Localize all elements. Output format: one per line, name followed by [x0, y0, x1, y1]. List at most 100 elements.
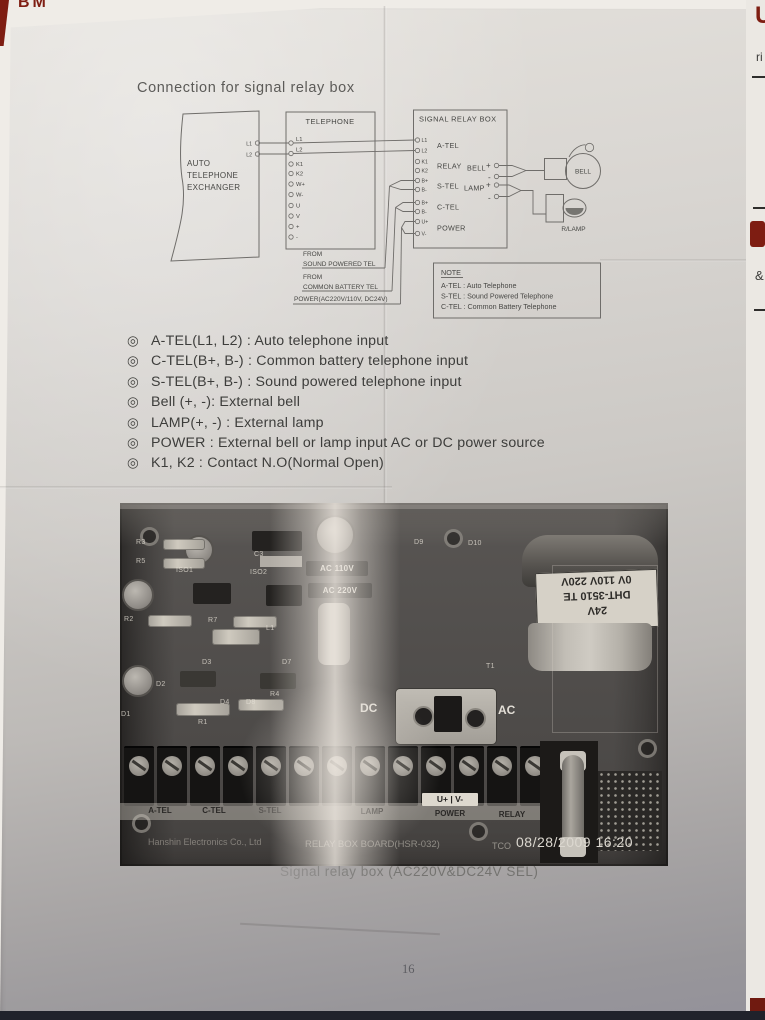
rb-group-atel: A-TEL [437, 141, 459, 150]
photo-bottom-bar [0, 1011, 765, 1020]
bell-text: BELL [575, 169, 591, 176]
bullet-icon: ◎ [127, 373, 139, 389]
list-item-text: K1, K2 : Contact N.O(Normal Open) [151, 455, 384, 472]
fuse-body [562, 755, 584, 855]
tel-term-2: K1 [296, 162, 303, 168]
exchanger-line-2: TELEPHONE [187, 171, 238, 180]
component-label-r3: R3 [136, 539, 146, 546]
rb-term-4: B+ [422, 179, 429, 185]
fuse-cap [560, 837, 586, 857]
tel-term-5: W- [296, 193, 303, 199]
wiring-diagram: AUTO TELEPHONE EXCHANGER L1 L2 TELEPHONE… [170, 109, 601, 319]
component-label-d9: D9 [414, 539, 424, 546]
underlying-page-top-left-stamp: BM [18, 0, 49, 11]
power-feed-label: POWER(AC220V/110V, DC24V) [294, 296, 388, 303]
rb-group-ctel: C-TEL [437, 203, 459, 212]
list-item-text: A-TEL(L1, L2) : Auto telephone input [151, 333, 389, 349]
terminal-block [124, 746, 154, 806]
resistor [176, 703, 230, 716]
strip-label-atel: A-TEL [148, 806, 172, 815]
note-box: NOTE A-TEL : Auto Telephone S-TEL : Soun… [433, 262, 601, 319]
exchanger-line-1: AUTO [187, 159, 210, 168]
note-line-2: S-TEL : Sound Powered Telephone [441, 292, 553, 301]
relay-component [395, 688, 497, 745]
strip-label-relay: RELAY [498, 810, 526, 819]
rb-group-power: POWER [437, 224, 466, 233]
rb-term-2: K1 [422, 160, 428, 166]
component-label-d4: D4 [220, 699, 230, 706]
lamp-device: R/LAMP [499, 184, 587, 233]
list-item: ◎Bell (+, -): External bell [127, 392, 545, 412]
component-label-d2: D2 [156, 681, 166, 688]
bullet-icon: ◎ [127, 353, 139, 369]
terminal-block [223, 746, 253, 806]
signal-relay-box: SIGNAL RELAY BOX L1 L2 K1 K2 B+ B- B+ B-… [413, 109, 508, 249]
component-label-r2: R2 [124, 616, 134, 623]
bullet-icon: ◎ [127, 455, 139, 471]
list-item: ◎ S-TEL(B+, B-) : Sound powered telephone… [127, 372, 545, 392]
tel-term-7: V [296, 214, 300, 220]
from-sound-1: FROM [303, 251, 322, 258]
component-label-iso2: ISO2 [250, 569, 268, 576]
component-label-d10: D10 [468, 540, 482, 547]
mount-hole [638, 739, 657, 758]
list-item-text: S-TEL(B+, B-) : Sound powered telephone … [151, 373, 462, 390]
pcb-tco-text: TCO [492, 841, 511, 851]
optocoupler-iso1 [193, 583, 231, 604]
tel-term-4: W+ [296, 182, 305, 188]
rb-term-8: U+ [422, 220, 429, 226]
component-label-d8: D8 [246, 699, 256, 706]
list-item: ◎ K1, K2 : Contact N.O(Normal Open) [127, 453, 545, 473]
from-sound-2: SOUND POWERED TEL [303, 261, 376, 268]
relay-hole [465, 708, 486, 729]
bell-device: BELL [499, 142, 601, 189]
rb-bell-label: BELL [467, 164, 486, 173]
relay-box-title: SIGNAL RELAY BOX [419, 115, 497, 124]
component-label-iso1: ISO1 [176, 567, 194, 574]
telephone-terminal-circles [288, 140, 294, 240]
relay-window [434, 696, 462, 732]
line-wires [259, 139, 416, 155]
rlamp-text: R/LAMP [561, 226, 585, 233]
photocopy-streak [270, 503, 400, 866]
transformer-body [528, 623, 652, 671]
terminal-block [190, 746, 220, 806]
power-pins-chip: U+ | V- [422, 793, 478, 806]
list-item-text: POWER : External bell or lamp input AC o… [151, 434, 545, 451]
ctel-feed: FROM COMMON BATTERY TEL [302, 202, 416, 292]
perfboard-area [598, 771, 662, 851]
rb-term-6: B+ [422, 201, 429, 207]
exchanger-line-3: EXCHANGER [187, 183, 240, 192]
component-label-r7: R7 [208, 617, 218, 624]
list-item: ◎ C-TEL(B+, B-) : Common battery telephon… [127, 351, 545, 371]
rb-bell-plus: + [486, 161, 491, 170]
from-common-2: COMMON BATTERY TEL [303, 284, 378, 291]
photo-caption: Signal relay box (AC220V&DC24V SEL) [280, 864, 539, 879]
from-common-1: FROM [303, 274, 322, 281]
component-label-r1: R1 [198, 719, 208, 726]
telephone-box: TELEPHONE L1 L2 K1 K2 W+ W- U V + - [285, 111, 376, 250]
strip-label-power: POWER [425, 809, 475, 818]
tel-term-1: L2 [296, 148, 302, 154]
capacitor [122, 579, 154, 611]
terminal-description-list: ◎ A-TEL(L1, L2) : Auto telephone input ◎ C… [127, 331, 545, 474]
diode-block [180, 671, 216, 687]
strip-label-ctel: C-TEL [202, 806, 226, 815]
terminal-block [487, 746, 517, 806]
rb-term-0: L1 [422, 138, 428, 144]
telephone-title: TELEPHONE [305, 117, 354, 126]
component-label-r5: R5 [136, 558, 146, 565]
component-label-d1: D1 [121, 711, 131, 718]
list-item-text: C-TEL(B+, B-) : Common battery telephone… [151, 353, 469, 370]
trace-outline [552, 565, 658, 733]
tel-term-0: L1 [296, 137, 302, 143]
rb-term-5: B- [422, 188, 427, 194]
bullet-icon: ◎ [127, 333, 139, 348]
mount-hole [132, 814, 151, 833]
resistor [163, 539, 205, 550]
component-label-t1: T1 [486, 663, 495, 670]
mount-hole [469, 822, 488, 841]
underlying-page-right-strip: U ri & [746, 0, 765, 1020]
component-label-d3: D3 [202, 659, 212, 666]
